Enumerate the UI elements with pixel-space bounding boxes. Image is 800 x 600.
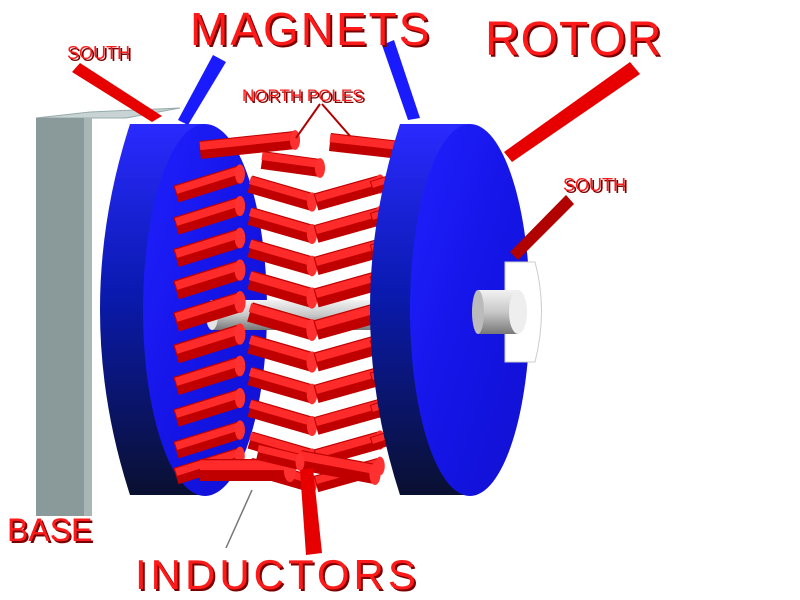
- north-poles-label: NORTH POLES: [242, 86, 364, 105]
- inductor-coil: [173, 227, 246, 267]
- pointer-magnets-left: [178, 55, 226, 125]
- inductor-coil: [173, 164, 245, 203]
- inductor-coil: [173, 291, 246, 332]
- pointer-south-left: [72, 63, 162, 122]
- pointer-south-right: [510, 195, 574, 260]
- inductor-coil: [173, 259, 246, 300]
- inductor-coil: [173, 355, 246, 395]
- rotor-disc: [370, 124, 530, 496]
- base: [35, 107, 181, 516]
- inductor-coil: [173, 323, 246, 364]
- magnets-label: MAGNETS: [190, 3, 432, 55]
- inductor-coil: [256, 444, 305, 471]
- base-label: BASE: [7, 512, 93, 548]
- south-left-label: SOUTH: [67, 43, 130, 63]
- inductor-coil: [173, 195, 246, 235]
- pointer-magnets-right: [382, 40, 420, 120]
- rotor-label: ROTOR: [485, 13, 663, 66]
- inductors-label: INDUCTORS: [135, 551, 420, 598]
- pointer-north-poles: [295, 103, 351, 139]
- inductor-coil: [247, 302, 318, 341]
- inductor-coil: [173, 387, 246, 427]
- inductor-coil: [247, 175, 317, 212]
- inductor-coil: [247, 207, 318, 245]
- inductor-coil: [247, 399, 318, 437]
- inductor-coil: [298, 450, 381, 485]
- pointer-inductors: [225, 468, 322, 555]
- south-right-label: SOUTH: [563, 175, 626, 195]
- pointer-rotor: [504, 62, 640, 162]
- shaft-end: [472, 261, 542, 363]
- inductor-coil: [247, 366, 318, 405]
- inductor-coil: [173, 420, 245, 459]
- inductor-coil: [260, 151, 326, 178]
